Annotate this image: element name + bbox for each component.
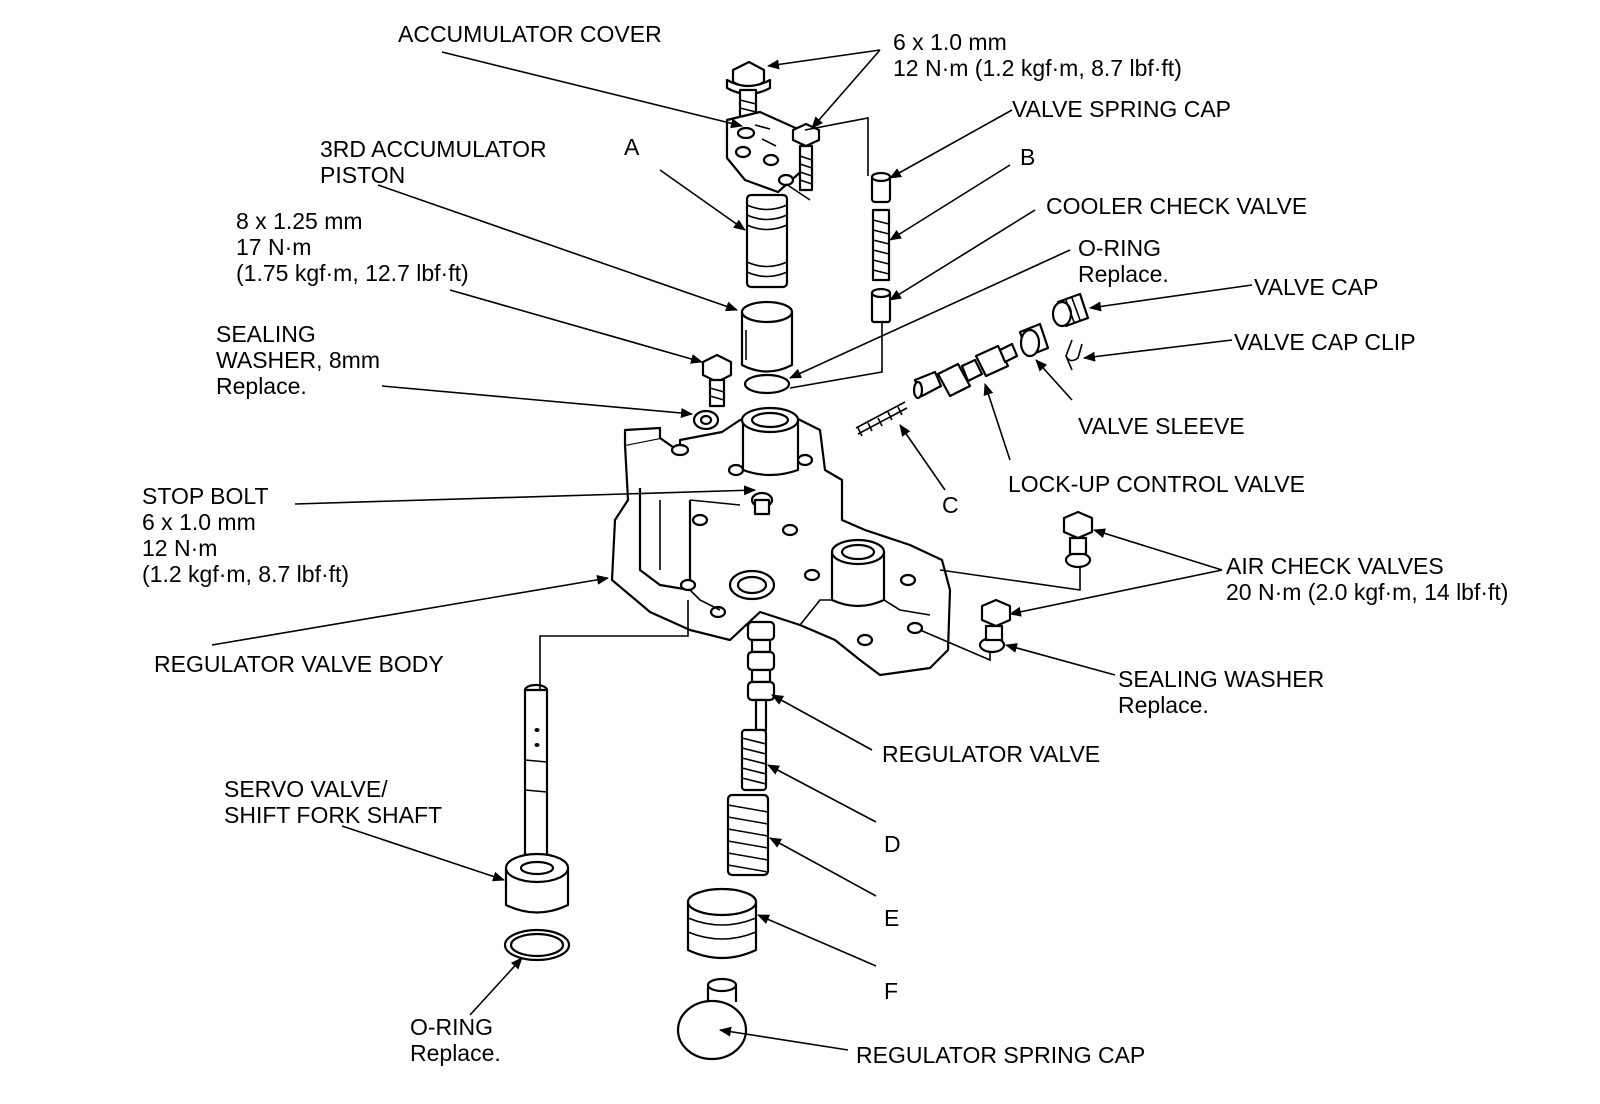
piston-o-ring (743, 373, 791, 395)
air-check-valve-lower (978, 598, 1012, 654)
regulator-valve-part (746, 620, 776, 732)
third-accumulator-piston-part (740, 300, 794, 373)
spring-d (740, 728, 768, 792)
label-cooler-check-valve: COOLER CHECK VALVE (1046, 193, 1307, 219)
label-valve-spring-cap: VALVE SPRING CAP (1012, 96, 1231, 122)
label-sealing-washer-8mm: SEALING WASHER, 8mm Replace. (216, 321, 386, 399)
label-bolt-8x125: 8 x 1.25 mm 17 N·m (1.75 kgf·m, 12.7 lbf… (236, 208, 469, 286)
parts (503, 60, 1094, 1061)
servo-valve-shaft-part (504, 683, 570, 914)
spring-e (726, 793, 770, 877)
spring-b (871, 208, 891, 282)
cover-bolt-right (791, 122, 821, 192)
regulator-valve-body-part (610, 406, 952, 677)
label-sealing-washer: SEALING WASHER Replace. (1118, 666, 1331, 718)
label-letter-e: E (884, 905, 899, 931)
label-letter-a: A (624, 134, 640, 160)
label-o-ring-lower: O-RING Replace. (410, 1014, 501, 1066)
bolt-8x125 (701, 353, 733, 408)
label-third-accumulator-piston: 3RD ACCUMULATOR PISTON (320, 136, 553, 188)
leader-lines (211, 49, 1253, 1051)
label-regulator-valve-body: REGULATOR VALVE BODY (154, 651, 444, 677)
label-bolt-6x10-top: 6 x 1.0 mm 12 N·m (1.2 kgf·m, 8.7 lbf·ft… (893, 29, 1182, 81)
label-valve-sleeve: VALVE SLEEVE (1078, 413, 1245, 439)
cooler-check-valve-part (870, 287, 892, 324)
label-letter-f: F (884, 978, 898, 1004)
valve-cap-part (1051, 292, 1090, 328)
label-valve-cap-clip: VALVE CAP CLIP (1234, 329, 1416, 355)
label-air-check-valves: AIR CHECK VALVES 20 N·m (2.0 kgf·m, 14 l… (1226, 553, 1508, 605)
labels: ACCUMULATOR COVER 6 x 1.0 mm 12 N·m (1.2… (142, 21, 1508, 1068)
label-regulator-spring-cap: REGULATOR SPRING CAP (856, 1042, 1145, 1068)
label-accumulator-cover: ACCUMULATOR COVER (398, 21, 662, 47)
label-letter-c: C (942, 492, 959, 518)
sleeve-f (686, 887, 758, 960)
label-letter-d: D (884, 831, 901, 857)
label-valve-cap: VALVE CAP (1254, 274, 1378, 300)
valve-sleeve-part (1018, 322, 1050, 358)
label-o-ring-upper: O-RING Replace. (1078, 235, 1169, 287)
label-stop-bolt: STOP BOLT 6 x 1.0 mm 12 N·m (1.2 kgf·m, … (142, 483, 349, 587)
spring-c (855, 401, 908, 437)
lock-up-control-valve-part (912, 342, 1019, 400)
valve-spring-cap-part (870, 171, 892, 204)
label-servo-valve: SERVO VALVE/ SHIFT FORK SHAFT (224, 776, 442, 828)
regulator-spring-cap-part (676, 977, 748, 1061)
air-check-valve-upper (1062, 510, 1094, 569)
spring-a (745, 193, 789, 289)
label-regulator-valve: REGULATOR VALVE (882, 741, 1100, 767)
valve-cap-clip-part (1065, 339, 1083, 371)
label-lock-up-control-valve: LOCK-UP CONTROL VALVE (1008, 471, 1305, 497)
label-letter-b: B (1020, 144, 1035, 170)
accumulator-cover-part (725, 110, 807, 194)
